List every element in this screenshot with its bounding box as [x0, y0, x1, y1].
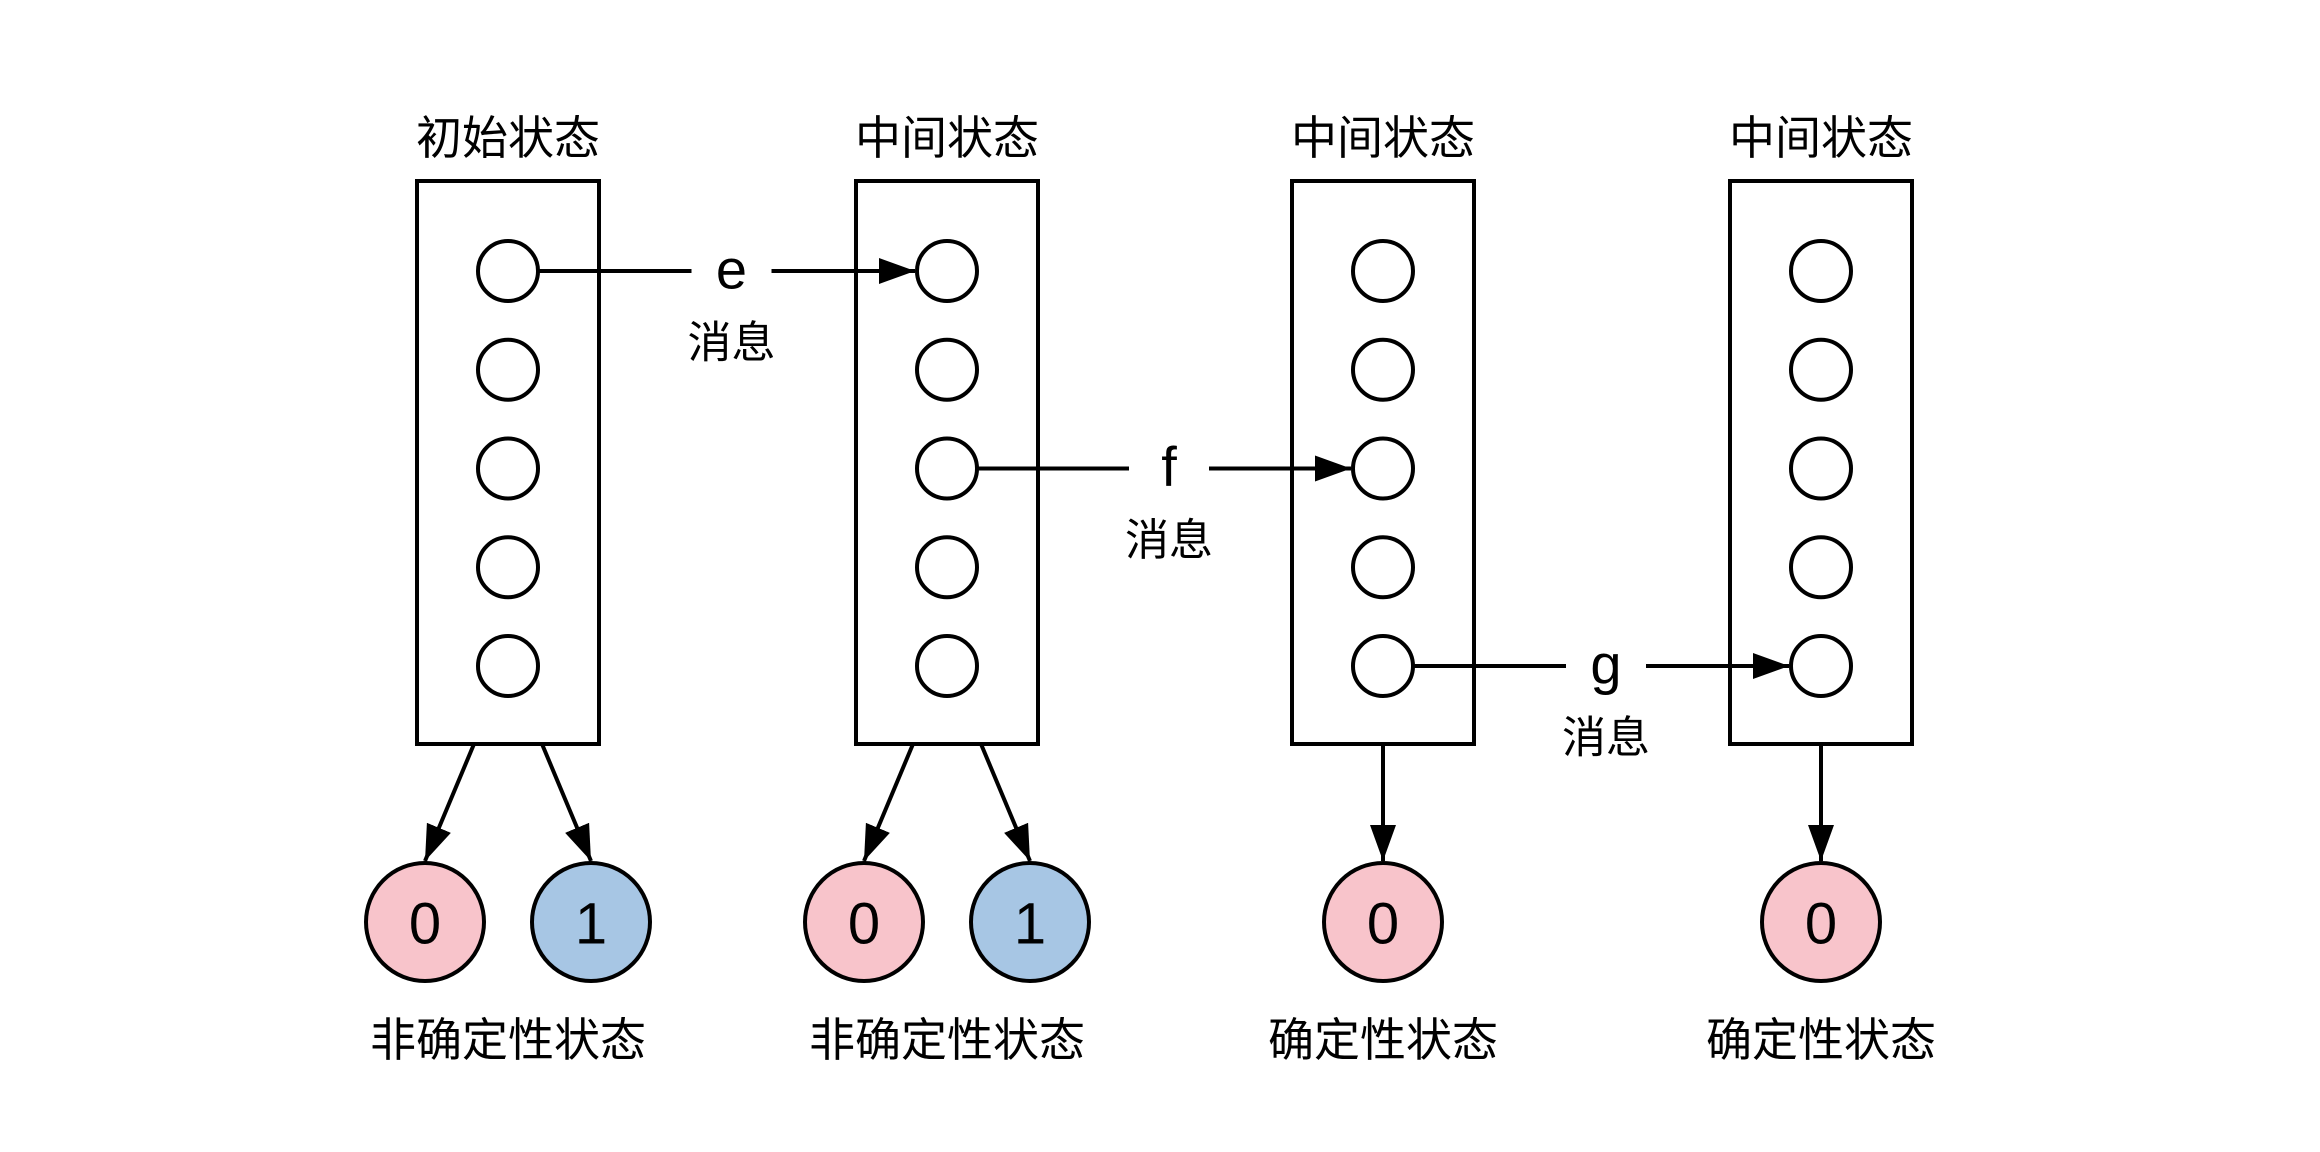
output-state-label: 确定性状态 — [1706, 1013, 1936, 1067]
state-column: 中间状态 — [854, 111, 1040, 746]
output-one-circle — [969, 861, 1091, 983]
output-arrow — [979, 743, 1032, 862]
output-zero-circle — [803, 861, 925, 983]
state-node — [476, 337, 540, 402]
output-value: 0 — [409, 892, 441, 957]
output-state-label: 确定性状态 — [1268, 1013, 1498, 1067]
state-title: 初始状态 — [416, 111, 600, 165]
transition-sublabel: 消息 — [688, 318, 776, 369]
state-node — [1351, 535, 1415, 600]
state-node — [915, 535, 979, 600]
outputs-layer: 0 1 非确定性状态 0 1 非确定性状态 0 确定性状态 0 确定性状态 — [364, 743, 1936, 1067]
output-zero-circle — [1760, 861, 1882, 983]
transition-label: f — [1161, 435, 1177, 498]
state-box — [415, 179, 601, 746]
state-title: 中间状态 — [855, 111, 1039, 165]
state-node — [1789, 634, 1853, 698]
output-value: 1 — [575, 892, 607, 957]
state-node — [915, 634, 979, 698]
states-layer: 初始状态 中间状态 中间状态 中间状态 — [415, 111, 1914, 746]
state-node — [1351, 436, 1415, 501]
state-node — [915, 436, 979, 501]
state-node — [1351, 337, 1415, 402]
state-title: 中间状态 — [1729, 111, 1913, 165]
output-one-circle — [530, 861, 652, 983]
output-value: 0 — [1805, 892, 1837, 957]
output-zero-circle — [1322, 861, 1444, 983]
transition-sublabel: 消息 — [1125, 515, 1213, 566]
state-outputs: 0 确定性状态 — [1706, 744, 1936, 1067]
output-value: 1 — [1014, 892, 1046, 957]
state-outputs: 0 1 非确定性状态 — [364, 743, 652, 1067]
transition-g: g 消息 — [1413, 633, 1789, 764]
state-node — [476, 436, 540, 501]
transition-label: g — [1590, 633, 1621, 696]
output-arrow — [423, 743, 476, 862]
state-node — [1351, 239, 1415, 303]
state-outputs: 0 确定性状态 — [1268, 744, 1498, 1067]
output-zero-circle — [364, 861, 486, 983]
output-state-label: 非确定性状态 — [370, 1013, 646, 1067]
transition-label: e — [716, 238, 747, 301]
state-node — [476, 535, 540, 600]
state-node — [1789, 535, 1853, 600]
state-column: 初始状态 — [415, 111, 601, 746]
state-node — [1351, 634, 1415, 698]
output-arrow — [862, 743, 915, 862]
output-value: 0 — [848, 892, 880, 957]
state-box — [854, 179, 1040, 746]
state-column: 中间状态 — [1728, 111, 1914, 746]
state-node — [476, 634, 540, 698]
output-arrow — [540, 743, 593, 862]
output-value: 0 — [1367, 892, 1399, 957]
transition-e: e 消息 — [538, 238, 915, 369]
state-title: 中间状态 — [1291, 111, 1475, 165]
state-node — [1789, 436, 1853, 501]
output-state-label: 非确定性状态 — [809, 1013, 1085, 1067]
transition-f: f 消息 — [977, 435, 1351, 566]
transitions-layer: e 消息 f 消息 g 消息 — [538, 238, 1789, 764]
state-node — [915, 239, 979, 303]
state-node — [476, 239, 540, 303]
state-column: 中间状态 — [1290, 111, 1476, 746]
state-node — [1789, 239, 1853, 303]
state-outputs: 0 1 非确定性状态 — [803, 743, 1091, 1067]
state-node — [915, 337, 979, 402]
transition-sublabel: 消息 — [1562, 713, 1650, 764]
state-node — [1789, 337, 1853, 402]
